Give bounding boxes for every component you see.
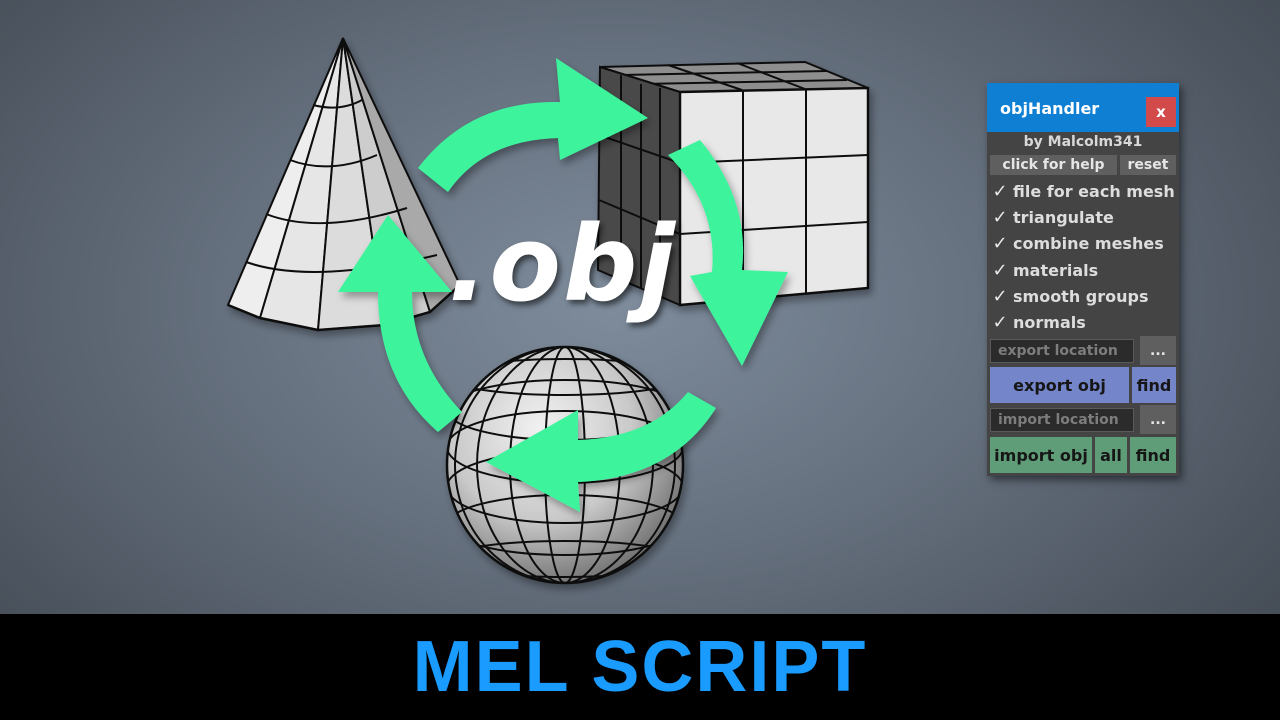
arrow-left	[338, 215, 462, 432]
import-obj-button[interactable]: import obj	[990, 437, 1092, 473]
export-find-button[interactable]: find	[1132, 367, 1176, 403]
banner-title: MEL SCRIPT	[412, 627, 868, 707]
close-button[interactable]: x	[1146, 97, 1176, 127]
checkmark-icon[interactable]: ✓	[992, 232, 1008, 254]
checkmark-icon[interactable]: ✓	[992, 206, 1008, 228]
export-location-field[interactable]: export location	[990, 339, 1134, 363]
window-title-bar[interactable]: objHandler x	[987, 83, 1179, 132]
reset-button[interactable]: reset	[1120, 155, 1176, 175]
window-title: objHandler	[1000, 99, 1100, 118]
option-file-for-each-mesh[interactable]: ✓ file for each mesh	[990, 179, 1175, 203]
option-smooth-groups[interactable]: ✓ smooth groups	[990, 284, 1149, 308]
checkmark-icon[interactable]: ✓	[992, 285, 1008, 307]
import-browse-button[interactable]: ...	[1140, 405, 1176, 434]
obj-cycle-illustration	[226, 37, 870, 585]
title-banner: MEL SCRIPT	[0, 614, 1280, 720]
checkmark-icon[interactable]: ✓	[992, 180, 1008, 202]
option-label: file for each mesh	[1013, 181, 1175, 201]
option-label: triangulate	[1013, 207, 1114, 227]
option-label: materials	[1013, 260, 1099, 280]
import-find-button[interactable]: find	[1130, 437, 1176, 473]
objhandler-window: objHandler x by Malcolm341 click for hel…	[987, 83, 1179, 476]
option-label: combine meshes	[1013, 233, 1164, 253]
checkmark-icon[interactable]: ✓	[992, 311, 1008, 333]
help-button[interactable]: click for help	[990, 155, 1117, 175]
option-triangulate[interactable]: ✓ triangulate	[990, 205, 1114, 229]
checkmark-icon[interactable]: ✓	[992, 259, 1008, 281]
author-byline: by Malcolm341	[1023, 134, 1143, 150]
option-materials[interactable]: ✓ materials	[990, 258, 1098, 282]
import-all-button[interactable]: all	[1095, 437, 1127, 473]
option-combine-meshes[interactable]: ✓ combine meshes	[990, 231, 1164, 255]
export-browse-button[interactable]: ...	[1140, 336, 1176, 365]
obj-extension-label: .obj	[448, 203, 678, 325]
option-normals[interactable]: ✓ normals	[990, 310, 1086, 334]
export-obj-button[interactable]: export obj	[990, 367, 1129, 403]
option-label: normals	[1013, 312, 1086, 332]
option-label: smooth groups	[1013, 286, 1149, 306]
cycle-arrows	[338, 58, 788, 512]
import-location-field[interactable]: import location	[990, 408, 1134, 432]
arrow-right	[668, 140, 788, 366]
arrow-top	[418, 58, 648, 192]
arrow-bottom	[486, 392, 716, 512]
